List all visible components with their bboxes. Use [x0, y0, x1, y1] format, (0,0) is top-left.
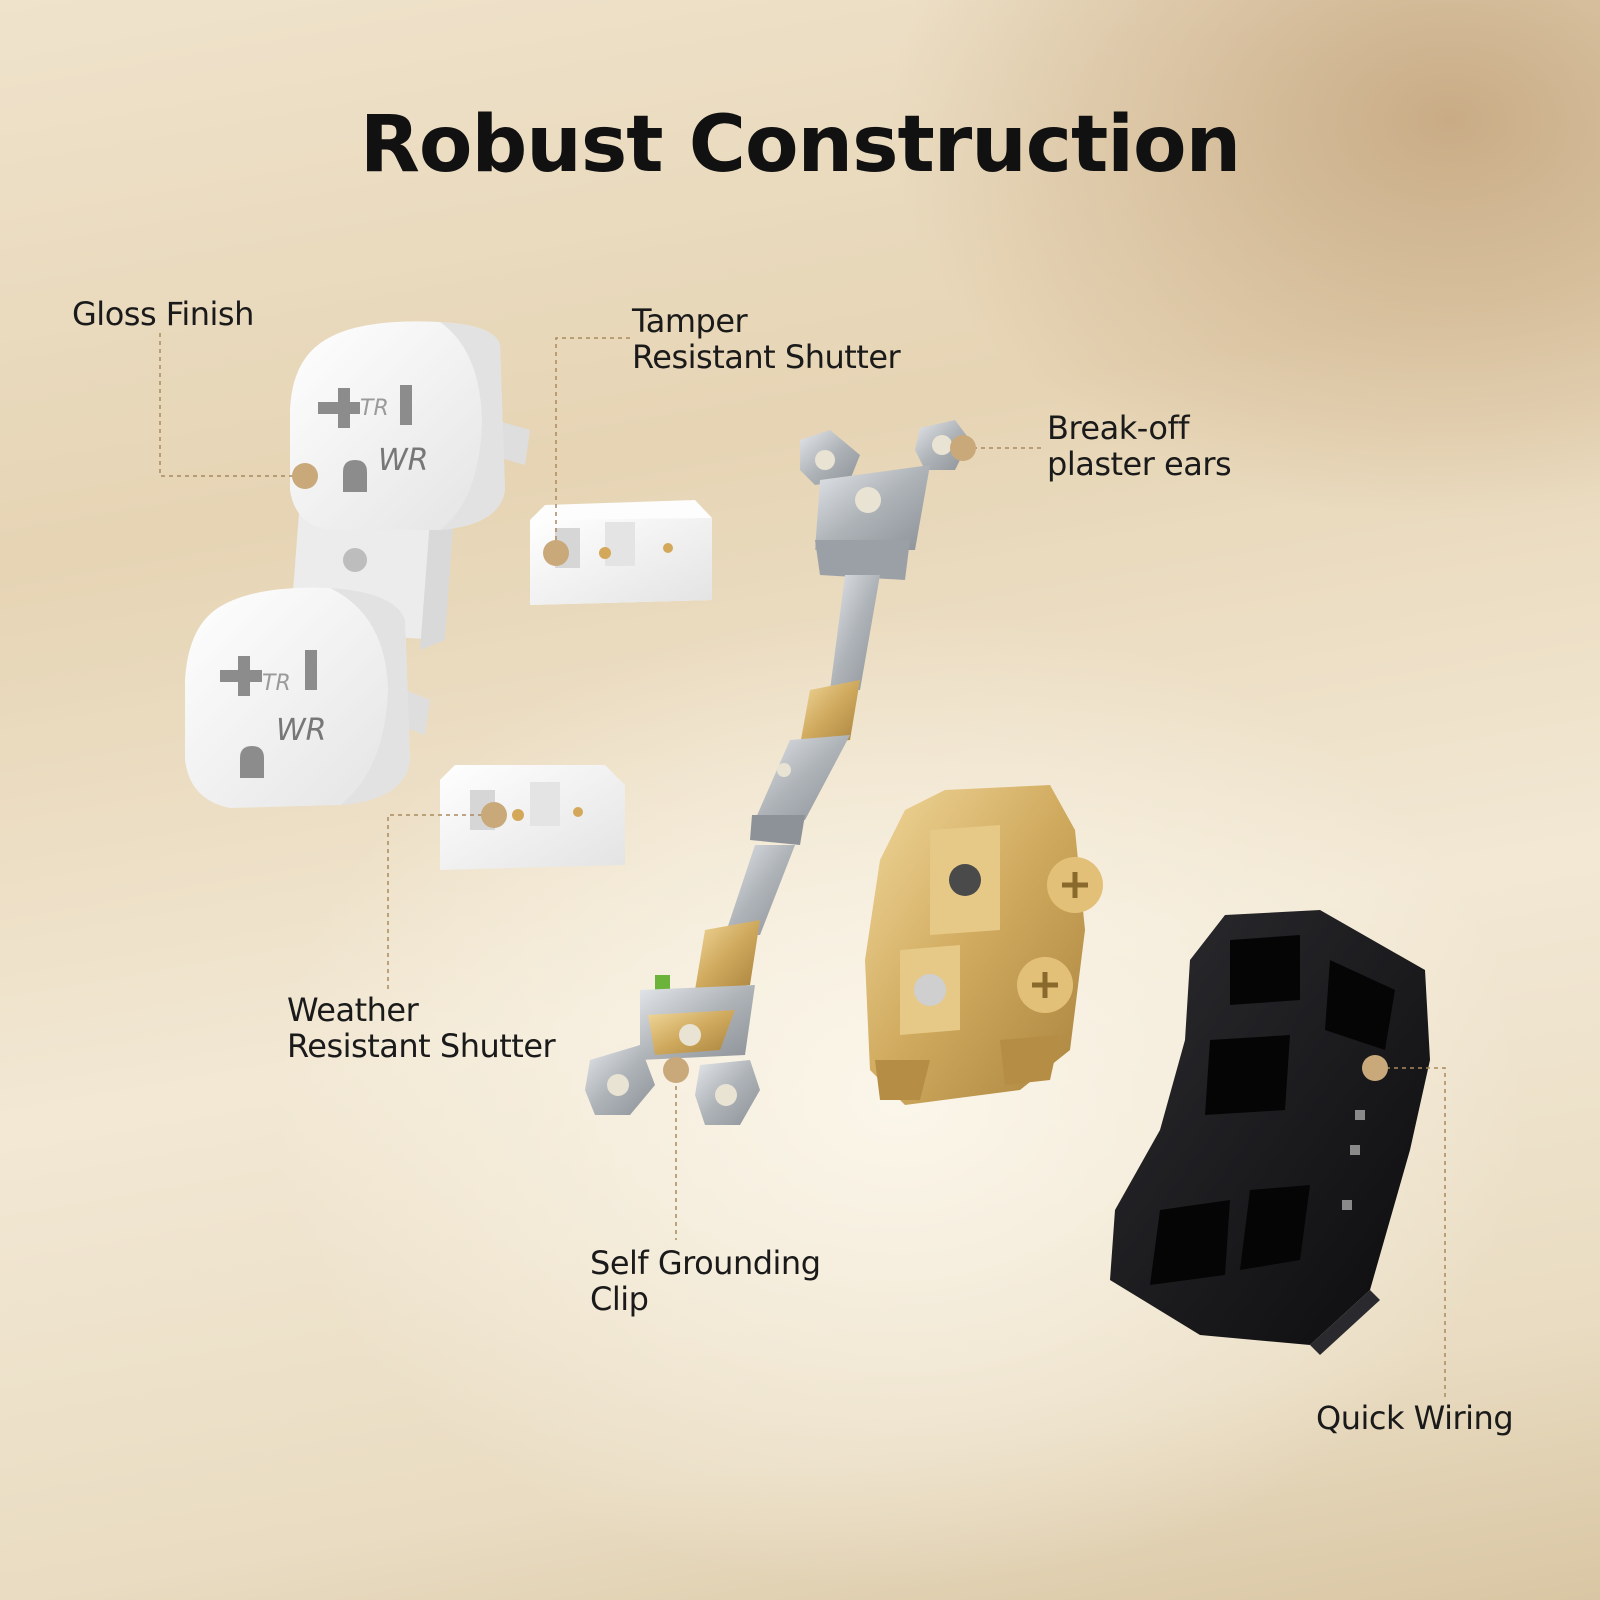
leader-gloss-finish: [159, 333, 300, 477]
label-self-line1: Self Grounding: [590, 1244, 821, 1282]
brass-contacts: [865, 785, 1103, 1105]
lower-tr-marking: TR: [262, 671, 291, 696]
upper-outlet: TR WR: [290, 321, 505, 530]
label-self-grounding: Self Grounding Clip: [590, 1245, 821, 1317]
label-breakoff-ears: Break-off plaster ears: [1047, 409, 1232, 483]
dot-quick-wiring: [1362, 1055, 1388, 1081]
upper-tr-marking: TR: [360, 396, 389, 421]
dot-gloss-finish: [292, 463, 318, 489]
dot-weather-shutter: [481, 802, 507, 828]
label-quick-wiring-text: Quick Wiring: [1316, 1399, 1514, 1437]
lower-wr-marking: WR: [276, 713, 327, 748]
leader-tamper-shutter: [555, 337, 630, 550]
label-weather-shutter: Weather Resistant Shutter: [287, 991, 556, 1065]
label-weather-line1: Weather: [287, 991, 419, 1029]
label-tamper-line1: Tamper: [632, 302, 748, 340]
label-tamper-shutter: Tamper Resistant Shutter: [632, 302, 901, 376]
dot-tamper-shutter: [543, 540, 569, 566]
leader-weather-shutter: [387, 814, 490, 990]
leader-quick-wiring: [1378, 1067, 1446, 1400]
dot-self-grounding: [663, 1057, 689, 1083]
metal-strap: [585, 420, 970, 1125]
weather-shutter: [440, 765, 625, 870]
black-housing: [1110, 910, 1430, 1355]
label-breakoff-line2: plaster ears: [1047, 445, 1232, 483]
lower-outlet: TR WR: [185, 587, 410, 808]
label-breakoff-line1: Break-off: [1047, 409, 1189, 447]
label-tamper-line2: Resistant Shutter: [632, 338, 901, 376]
label-self-line2: Clip: [590, 1280, 649, 1318]
label-gloss-finish-text: Gloss Finish: [72, 295, 254, 333]
page-title: Robust Construction: [359, 100, 1241, 190]
leader-lines: [159, 333, 1446, 1400]
callout-dots: [292, 435, 1388, 1083]
receptacle-face: TR WR TR WR: [185, 321, 530, 808]
label-quick-wiring: Quick Wiring: [1316, 1399, 1514, 1437]
upper-wr-marking: WR: [378, 443, 429, 478]
label-gloss-finish: Gloss Finish: [72, 296, 254, 332]
dot-breakoff-ears: [950, 435, 976, 461]
label-weather-line2: Resistant Shutter: [287, 1027, 556, 1065]
